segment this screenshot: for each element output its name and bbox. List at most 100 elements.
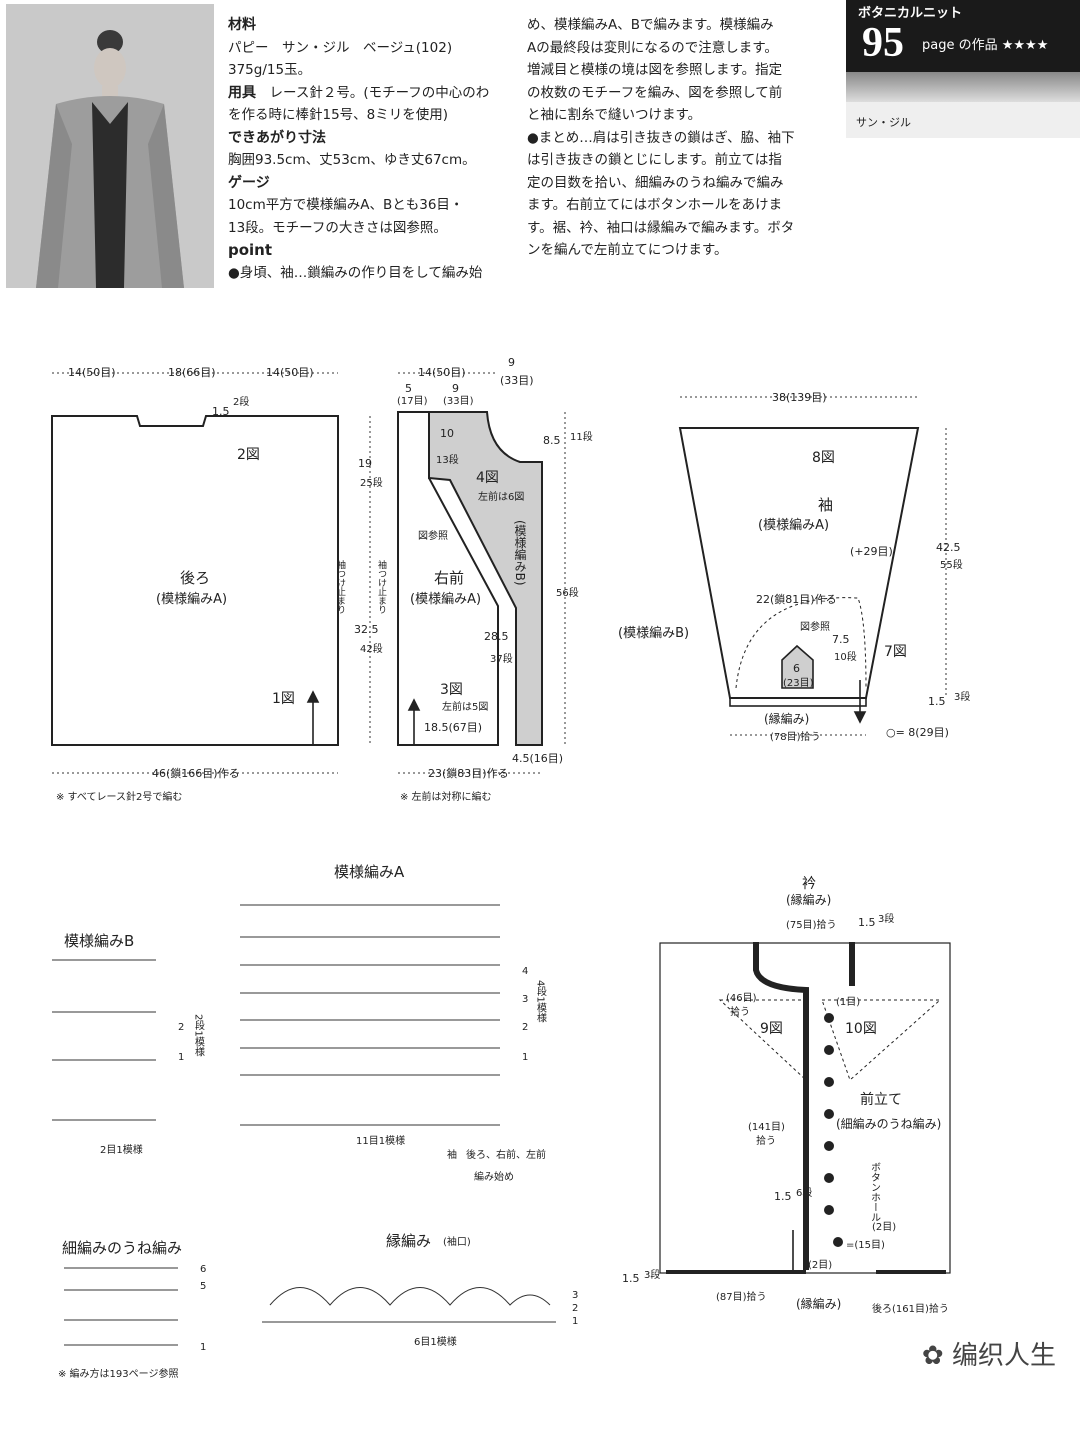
sleeve-figure-7: 7図 — [884, 644, 907, 660]
back-height-1: 19 — [358, 457, 372, 470]
edging-row-3: 3 — [572, 1290, 578, 1301]
front-shoulder-stitches: (17目) — [397, 396, 428, 407]
sleeve-top-width: 38(139目) — [772, 391, 827, 404]
front-neck-height: 8.5 — [543, 434, 561, 447]
band-row-1: (1目) — [836, 997, 860, 1008]
front-panel-pattern: (模様編みA) — [410, 591, 481, 607]
front-width-b: 4.5(16目) — [512, 752, 563, 765]
heading-size: できあがり寸法 — [228, 129, 326, 146]
pattern-b-repeat: 2目1模様 — [100, 1143, 143, 1156]
gauge-line-1: 10cm平方で模様編みA、Bとも36目・ — [228, 197, 464, 213]
gauge-line-2: 13段。モチーフの大きさは図参照。 — [228, 219, 447, 236]
front-pattern-b-area — [428, 411, 543, 746]
page-difficulty: page の作品 ★★★★ — [922, 38, 1049, 53]
buttonhole-size: (2目) — [872, 1222, 896, 1233]
instruction-line: 定の目数を拾い、細編みのうね編みで編み — [527, 174, 784, 191]
band-figure-9: 9図 — [760, 1021, 783, 1037]
band-rows: 6段 — [796, 1186, 812, 1199]
pattern-a-row-3: 3 — [522, 994, 528, 1005]
front-neck-height-rows: 11段 — [570, 430, 593, 443]
front-band-subtitle: (細編みのうね編み) — [836, 1116, 941, 1131]
edging-subtitle: (袖口) — [443, 1235, 471, 1248]
front-neck-rows-count: 10 — [440, 427, 454, 440]
pattern-b-title: 模様編みB — [64, 932, 134, 950]
watermark-text: 编织人生 — [951, 1341, 1056, 1371]
sleeve-motif-width: 6 — [793, 662, 800, 675]
front-width-top-2: 9 — [508, 356, 515, 369]
pattern-number: 95 — [862, 20, 904, 66]
instruction-line: は引き抜きの鎖とじにします。前立ては指 — [527, 152, 782, 168]
edging-title: 縁編み — [386, 1232, 431, 1250]
buttonholes — [824, 1013, 843, 1247]
front-see-diagram: 図参照 — [418, 529, 448, 542]
front-chain-start: 23(鎖83目)作る — [428, 766, 509, 780]
button-dot — [824, 1109, 834, 1119]
pattern-a-row-2: 2 — [522, 1022, 528, 1033]
watermark: ✿ 编织人生 — [922, 1335, 1056, 1372]
sleeve-edge-rows: 3段 — [954, 690, 970, 703]
instruction-line: Aの最終段は変則になるので注意します。 — [527, 39, 778, 56]
yarn-label: サン・ジル — [856, 116, 911, 129]
front-width-a: 18.5(67目) — [424, 721, 482, 734]
back-width-left: 14(50目) — [68, 366, 116, 379]
sleeve-increase: (+29目) — [850, 545, 893, 558]
materials-column: 材料 パピー サン・ジル ベージュ(102) 375g/15玉。 用具 レース針… — [228, 14, 508, 284]
pattern-a-vertical-repeat: 4段1模様 — [535, 980, 547, 1023]
back-width-middle: 18(66目) — [168, 366, 216, 379]
back-height-1-rows: 25段 — [360, 476, 383, 489]
instruction-line: ンを編んで左前立てにつけます。 — [527, 242, 728, 258]
front-pattern-b: (模様編みB) — [513, 520, 527, 586]
front-height-2: 28.5 — [484, 630, 509, 643]
collar-depth: 1.5 — [858, 916, 876, 929]
edging-chart — [262, 1287, 556, 1323]
back-note: ※ すべてレース針2号で編む — [56, 790, 182, 803]
instruction-line: ●まとめ…肩は引き抜きの鎖はぎ、脇、袖下 — [527, 129, 795, 146]
instruction-line: め、模様編みA、Bで編みます。模様編み — [527, 17, 774, 33]
sc-row-1: 1 — [200, 1342, 206, 1353]
pattern-a-repeat: 11目1模様 — [356, 1134, 405, 1147]
back-panel-outline — [51, 415, 339, 746]
back-panel-name: 後ろ — [180, 569, 210, 587]
sleeve-motif-height: 7.5 — [832, 633, 850, 646]
collar-subtitle: (縁編み) — [786, 892, 831, 907]
yarn-swatch — [846, 72, 1080, 102]
back-width-right: 14(50目) — [266, 366, 314, 379]
edging-row-2: 2 — [572, 1303, 578, 1314]
pattern-a-start-sleeve: 袖 — [447, 1148, 457, 1161]
pattern-b-chart — [52, 959, 156, 1121]
band-pickup-141: (141目) — [748, 1122, 785, 1133]
buttonhole-row-2: (2目) — [808, 1260, 832, 1271]
back-height-2: 32.5 — [354, 623, 379, 636]
sleeve-chain-start: 22(鎖81目)作る — [756, 592, 837, 606]
edging-repeat: 6目1模様 — [414, 1335, 457, 1348]
pattern-a-chart — [240, 904, 500, 1126]
front-note: ※ 左前は対称に編む — [400, 790, 492, 803]
pattern-a-start-label: 編み始め — [474, 1170, 514, 1183]
yarn-label-box: サン・ジル — [846, 102, 1080, 138]
button-dot — [824, 1013, 834, 1023]
back-armhole-mark: 袖つけ止まり — [335, 559, 346, 614]
collar-title: 衿 — [802, 876, 816, 892]
sleeve-edging: (縁編み) — [764, 711, 809, 726]
heading-tools: 用具 — [228, 84, 256, 101]
sleeve-name: 袖 — [818, 496, 833, 514]
sc-row-6: 6 — [200, 1264, 206, 1275]
buttonhole-row-15: =(15目) — [846, 1240, 885, 1251]
pattern-a-title: 模様編みA — [334, 863, 405, 881]
material-line-1: パピー サン・ジル ベージュ(102) — [228, 39, 453, 56]
sleeve-motif-rows: 10段 — [834, 650, 857, 663]
collar-pickup: (75目)拾う — [786, 918, 837, 931]
model-photo — [6, 4, 214, 288]
model-figure-illustration — [6, 4, 214, 288]
pattern-a-start-body: 後ろ、右前、左前 — [466, 1148, 546, 1161]
front-neck-rows-label: 13段 — [436, 453, 459, 466]
tools-line-1: レース針２号。(モチーフの中心のわ — [269, 84, 490, 101]
pattern-b-row-2: 2 — [178, 1022, 184, 1033]
heading-point: point — [228, 241, 273, 259]
front-figure-4: 4図 — [476, 470, 499, 486]
pattern-b-row-1: 1 — [178, 1052, 184, 1063]
front-panel-name: 右前 — [434, 569, 464, 587]
back-figure-label: 2図 — [237, 447, 260, 463]
stitch-charts — [52, 904, 556, 1346]
front-height-2-rows: 37段 — [490, 652, 513, 665]
